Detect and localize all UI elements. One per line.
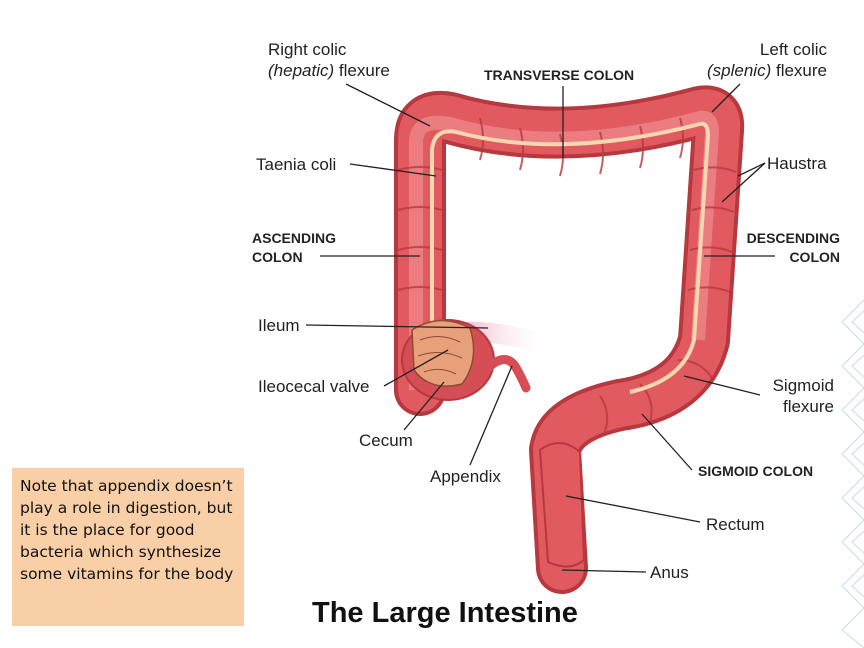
appendix-note: Note that appendix doesn’t play a role i…: [12, 468, 244, 626]
label-left-colic-line1: Left colic: [760, 40, 828, 59]
label-ileum: Ileum: [258, 316, 300, 335]
label-ileocecal-valve: Ileocecal valve: [258, 377, 370, 396]
cecum: [401, 319, 495, 401]
label-right-colic-line1: Right colic: [268, 40, 347, 59]
taenia-coli-band: [430, 121, 711, 394]
label-ascending-line2: COLON: [252, 249, 303, 265]
label-cecum: Cecum: [359, 431, 413, 450]
colon-body: [394, 85, 745, 594]
rectum: [538, 442, 586, 568]
label-rectum: Rectum: [706, 515, 765, 534]
leader-lines: [305, 83, 775, 573]
label-ascending-line1: ASCENDING: [252, 230, 336, 246]
label-descending-line1: DESCENDING: [747, 230, 840, 246]
label-left-colic-line2: (splenic) flexure: [707, 61, 827, 80]
label-sigmoid-colon: SIGMOID COLON: [698, 463, 813, 479]
appendix-shape: [483, 355, 531, 393]
label-right-colic-line2: (hepatic) flexure: [268, 61, 390, 80]
diagram-title: The Large Intestine: [312, 597, 578, 629]
label-transverse-colon: TRANSVERSE COLON: [484, 67, 634, 83]
label-descending-line2: COLON: [789, 249, 840, 265]
label-appendix: Appendix: [430, 467, 501, 486]
label-sigmoid-flexure-line1: Sigmoid: [773, 376, 834, 395]
label-anus: Anus: [650, 563, 689, 582]
label-sigmoid-flexure-line2: flexure: [783, 397, 834, 416]
decorative-pattern: [841, 300, 864, 648]
label-taenia-coli: Taenia coli: [256, 155, 336, 174]
label-haustra: Haustra: [767, 154, 827, 173]
